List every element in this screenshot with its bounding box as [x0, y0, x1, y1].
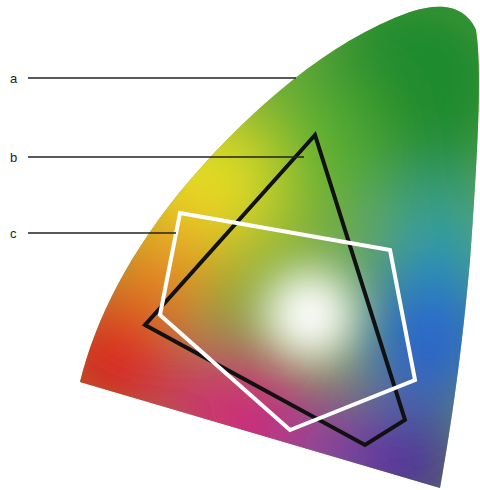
leader-line — [28, 232, 176, 234]
leader-line — [28, 77, 296, 79]
callout-letter: c — [10, 227, 17, 240]
gamut-outline-white — [160, 213, 415, 430]
callout-letter: a — [10, 72, 17, 85]
leader-line — [28, 156, 304, 158]
callout-letter: b — [10, 151, 17, 164]
